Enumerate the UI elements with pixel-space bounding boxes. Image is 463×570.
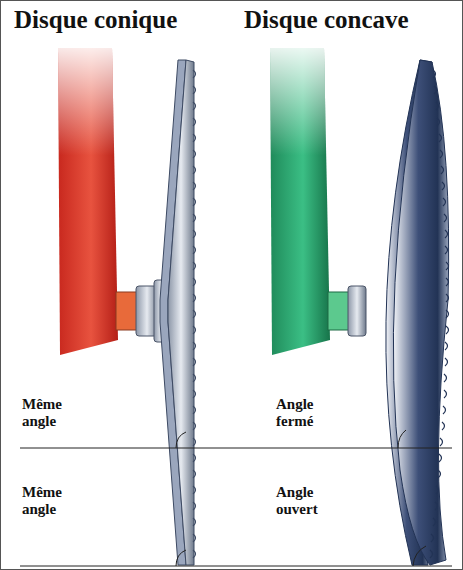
column-heading: Disque concave: [244, 6, 409, 35]
angle-label: Même angle: [20, 396, 82, 431]
angle-label: Angle fermé: [274, 396, 340, 431]
column-heading: Disque conique: [14, 6, 177, 35]
angle-label: Même angle: [20, 484, 82, 519]
angle-label: Angle ouvert: [274, 484, 340, 519]
